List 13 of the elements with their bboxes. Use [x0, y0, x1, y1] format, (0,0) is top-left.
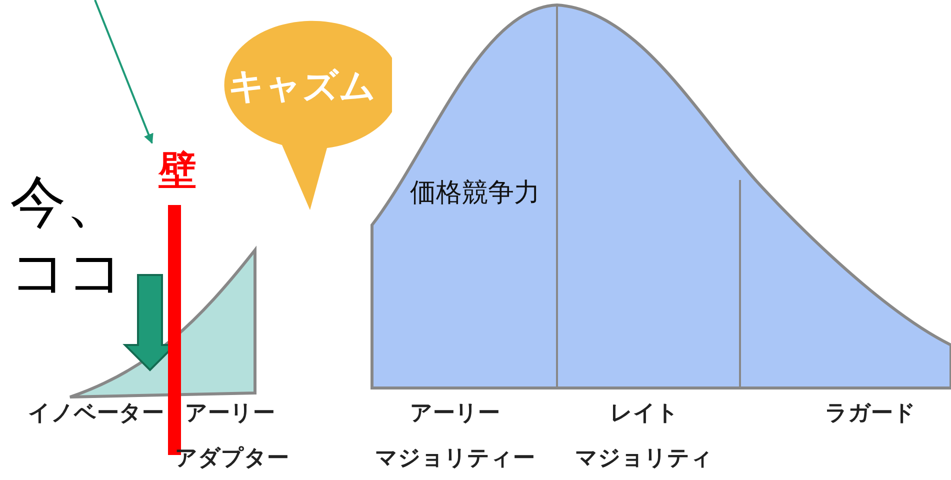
category-label: アーリー [410, 400, 500, 428]
category-label: アダプター [175, 445, 289, 473]
category-label: レイト [610, 400, 679, 428]
arrow [94, 0, 154, 144]
category-label: アーリー [185, 400, 275, 428]
category-label: マジョリティ [575, 445, 713, 473]
category-label: マジョリティー [375, 445, 535, 473]
category-label: ラガード [825, 400, 916, 428]
annotation-text: 今、ココ [10, 169, 125, 307]
wall-label: 壁 [150, 145, 205, 195]
bubble-text: キャズム [227, 65, 377, 109]
category-label: イノベーター [28, 400, 164, 428]
curve-text: 価格競争力 [410, 177, 540, 210]
